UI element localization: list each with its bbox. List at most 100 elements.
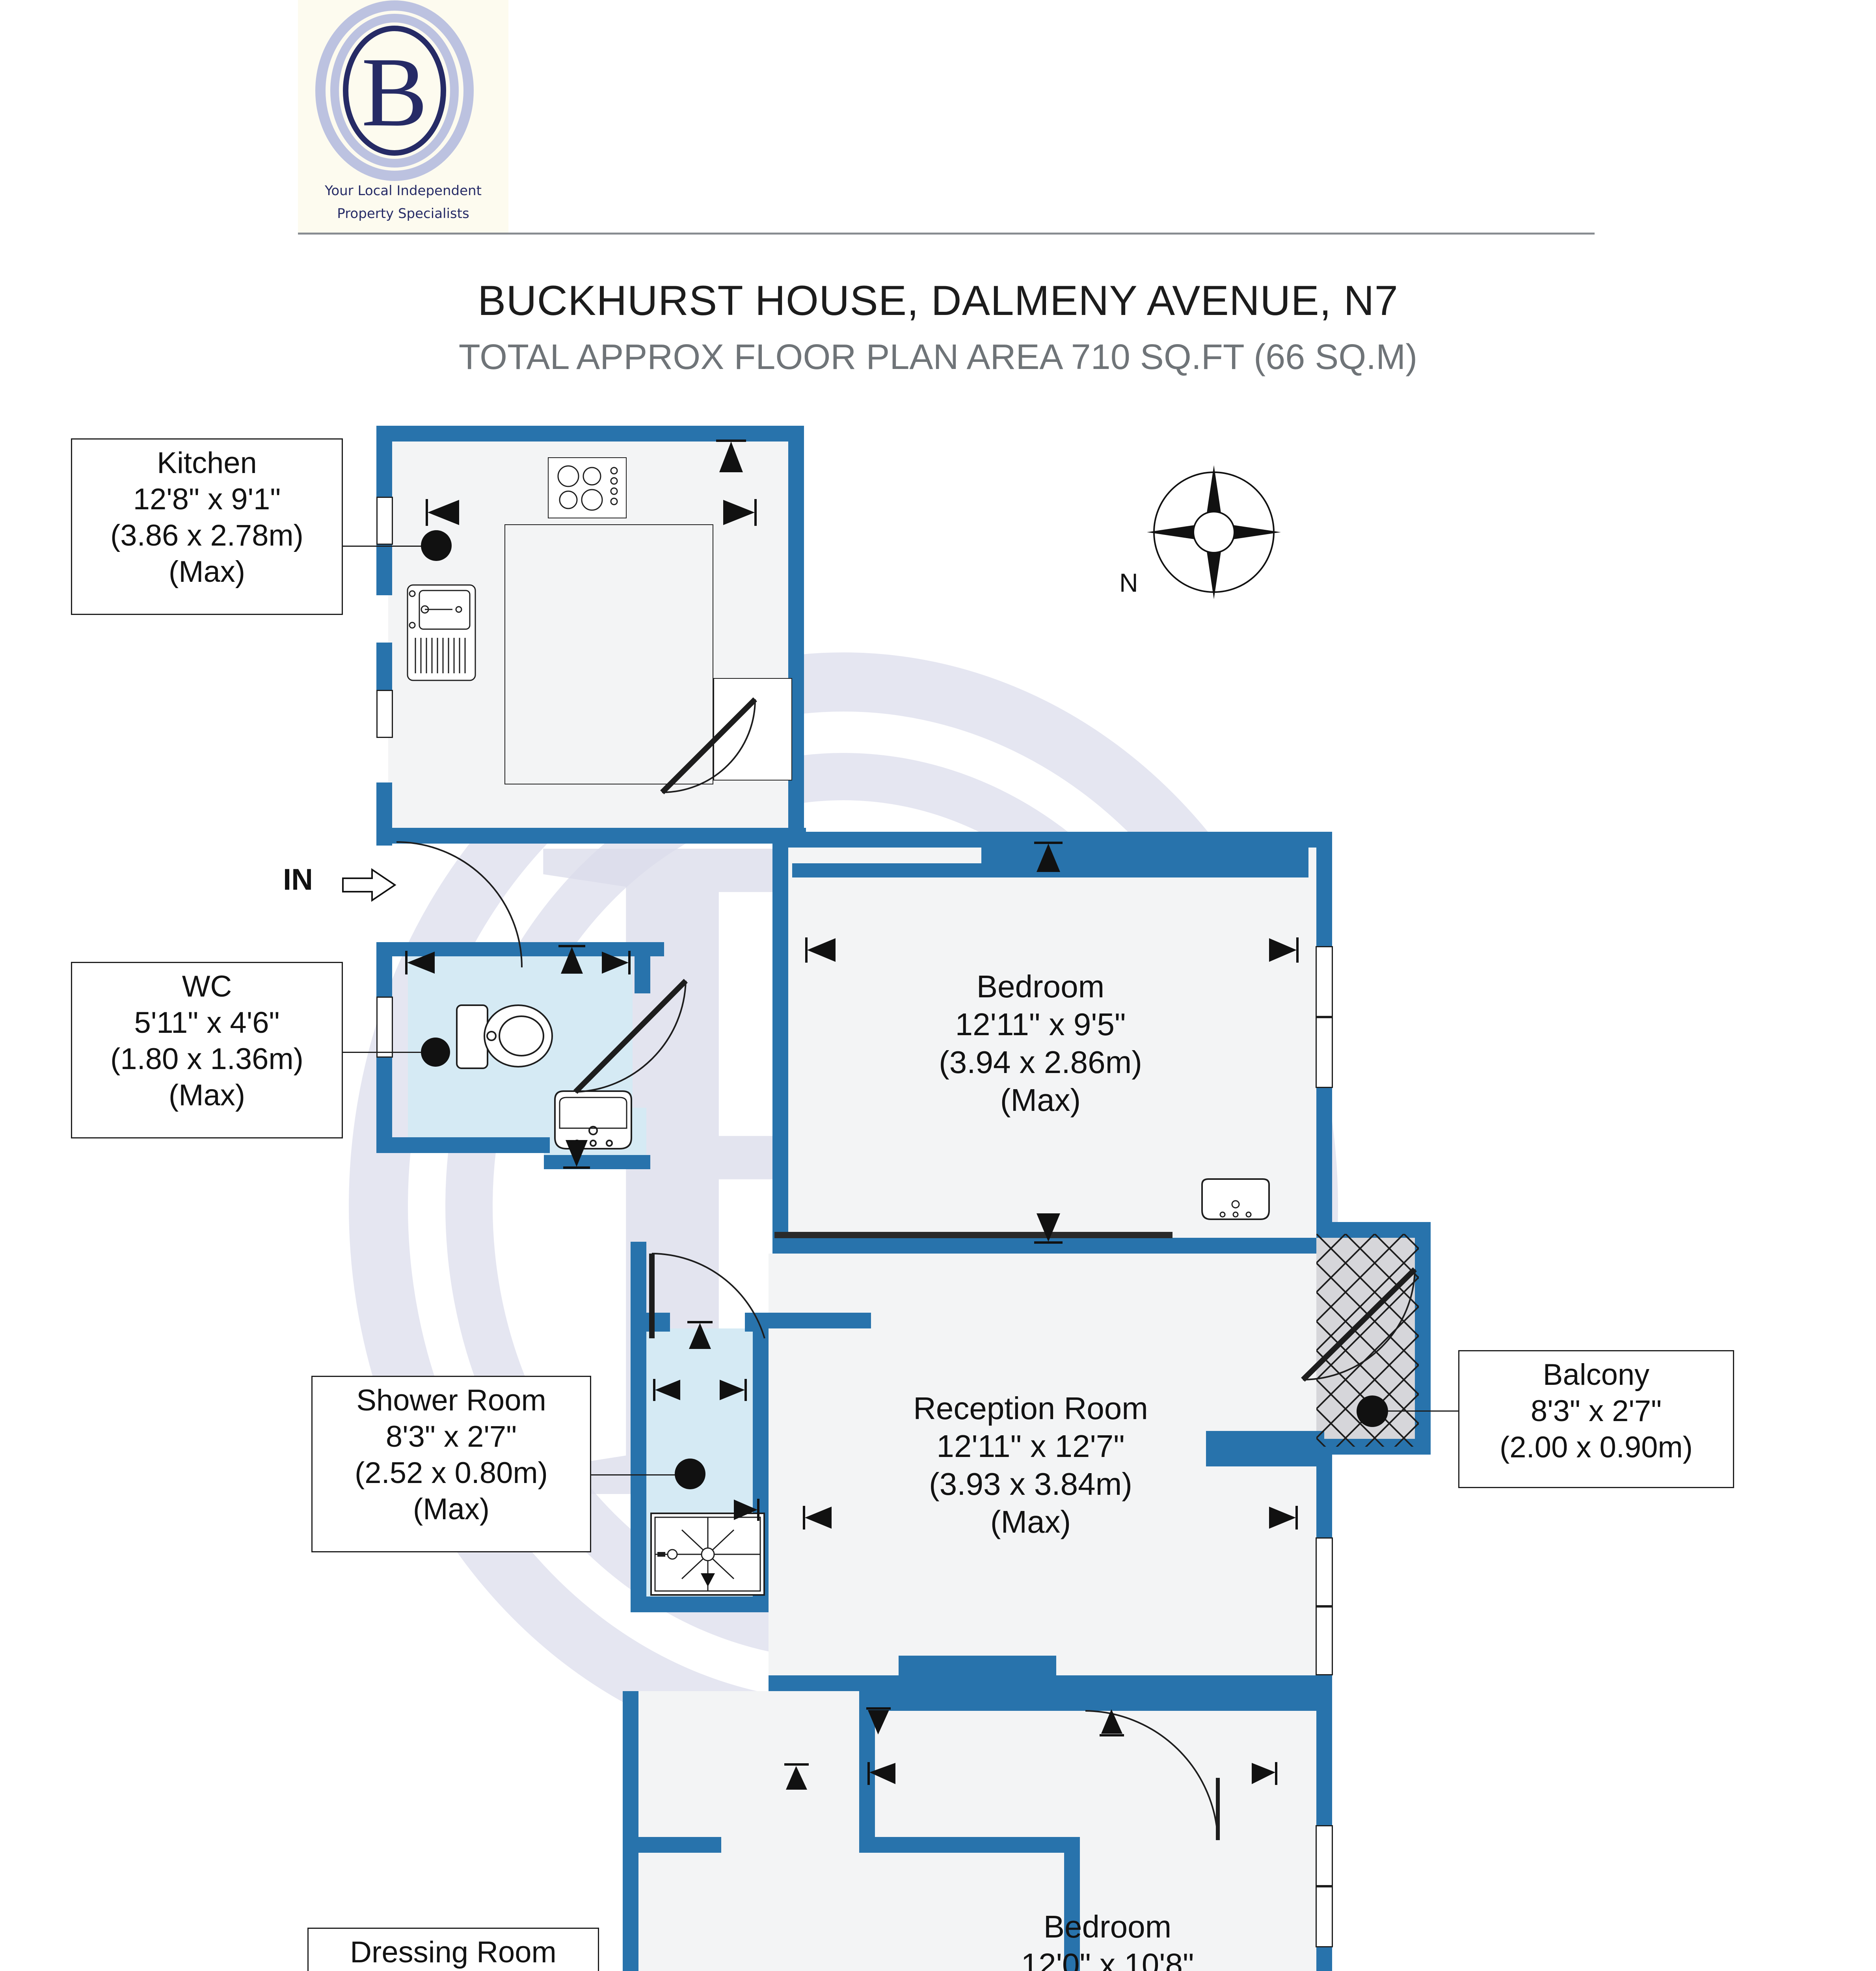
room-imperial: 12'0" x 10'8" [1021, 1947, 1194, 1971]
washing-machine-icon [407, 584, 476, 681]
entrance-door-icon [396, 841, 523, 968]
kitchen-wall-bottom [376, 828, 806, 844]
wc-dimension-arrows [405, 945, 631, 1169]
kitchen-dimension-arrows [426, 440, 757, 526]
room-qualifier: (Max) [990, 1504, 1071, 1539]
agency-tagline: Your Local Independent Property Speciali… [298, 179, 508, 225]
room-label-reception: Reception Room 12'11" x 12'7" (3.93 x 3.… [843, 1390, 1218, 1541]
callout-balcony-dot [1357, 1395, 1388, 1427]
right-arrow-icon [342, 868, 396, 902]
callout-shower-leader [590, 1474, 689, 1475]
hall-wall-bottom [859, 1837, 1080, 1853]
bedroom-upper-wall-left [772, 832, 788, 1254]
callout-metric: (3.86 x 2.78m) [110, 519, 303, 552]
kitchen-door-icon [660, 697, 757, 794]
bedroom-lower-window-1 [1316, 1825, 1333, 1886]
balcony-door-icon [1301, 1267, 1417, 1382]
callout-balcony: Balcony 8'3" x 2'7" (2.00 x 0.90m) [1458, 1350, 1734, 1488]
hall-stub-wall [753, 1313, 871, 1328]
bedroom-upper-window-2 [1316, 1017, 1333, 1088]
shower-tray-icon [650, 1513, 765, 1596]
hob-burners-icon [557, 465, 618, 511]
wc-wall-bottom [376, 1137, 550, 1153]
room-imperial: 12'11" x 9'5" [955, 1007, 1126, 1042]
bedroom-upper-recess-right [981, 848, 1308, 877]
lower-dimension-arrows [784, 1707, 1277, 1790]
room-label-bedroom-upper: Bedroom 12'11" x 9'5" (3.94 x 2.86m) (Ma… [863, 968, 1218, 1119]
lower-floor [638, 1691, 1320, 1971]
callout-wc-dot [421, 1038, 450, 1067]
kitchen-wall-left-mid [376, 544, 392, 595]
bedroom-upper-recess-left [792, 863, 981, 877]
shower-wall-left [631, 1242, 646, 1612]
reception-dimension-arrows [803, 1506, 1298, 1529]
bedroom-upper-partition-edge [774, 1232, 1172, 1238]
reception-alcove-wall [1206, 1431, 1324, 1466]
kitchen-wall-top [376, 426, 804, 442]
room-metric: (3.93 x 3.84m) [929, 1466, 1132, 1502]
reception-window-1 [1316, 1537, 1333, 1606]
kitchen-window-upper [376, 497, 393, 545]
callout-qualifier: (Max) [168, 1079, 246, 1112]
callout-shower-room: Shower Room 8'3" x 2'7" (2.52 x 0.80m) (… [311, 1376, 591, 1552]
kitchen-window-lower [376, 690, 393, 738]
hall-wall-right [1064, 1837, 1080, 1971]
bedroom-lower-window-2 [1316, 1886, 1333, 1947]
tagline-line-1: Your Local Independent [325, 183, 482, 199]
callout-name: WC [182, 970, 232, 1003]
kitchen-wall-left-lower [376, 643, 392, 690]
tagline-line-2: Property Specialists [337, 206, 469, 222]
room-imperial: 12'11" x 12'7" [936, 1429, 1125, 1464]
room-name: Bedroom [1043, 1909, 1172, 1944]
wc-wall-bottom-ext [544, 1155, 650, 1169]
callout-kitchen-leader [342, 546, 437, 547]
wc-door-icon [573, 979, 688, 1094]
bedroom-basin-icon [1201, 1178, 1270, 1220]
dressing-wall-top [623, 1837, 721, 1853]
page-title: BUCKHURST HOUSE, DALMENY AVENUE, N7 [477, 277, 1399, 324]
bedroom-lower-door-icon [1085, 1710, 1220, 1841]
shower-wall-bottom [631, 1597, 769, 1612]
room-label-bedroom-lower: Bedroom 12'0" x 10'8" (3.67 x 3.25m) (Ma… [930, 1908, 1285, 1971]
callout-wc-leader [342, 1052, 437, 1053]
callout-dressing-room: Dressing Room 8'11" x 6'6" (2.73 x 1.98m… [307, 1928, 599, 1971]
callout-kitchen-dot [421, 530, 452, 561]
compass-rose-icon [1147, 465, 1281, 599]
header-divider [298, 233, 1595, 235]
callout-imperial: 8'3" x 2'7" [385, 1420, 517, 1453]
callout-name: Balcony [1543, 1358, 1650, 1392]
agency-logo: B Your Local Independent Property Specia… [298, 0, 508, 233]
bedroom-upper-wall-right-upper [1316, 832, 1332, 946]
callout-metric: (2.00 x 0.90m) [1500, 1431, 1693, 1464]
shower-dimension-arrows [653, 1321, 759, 1521]
room-name: Reception Room [913, 1391, 1148, 1426]
svg-text:B: B [361, 37, 428, 147]
lower-wall-top [859, 1691, 1320, 1711]
compass-north-label: N [1119, 568, 1138, 597]
monogram-b-icon: B [315, 0, 474, 181]
bedroom-upper-wall-top [772, 832, 1332, 848]
reception-chimney-breast [899, 1656, 1056, 1691]
callout-kitchen: Kitchen 12'8" x 9'1" (3.86 x 2.78m) (Max… [71, 438, 343, 615]
entrance-label: IN [283, 863, 313, 896]
callout-imperial: 8'3" x 2'7" [1530, 1394, 1662, 1428]
callout-metric: (1.80 x 1.36m) [110, 1042, 303, 1076]
bedroom-upper-window-1 [1316, 946, 1333, 1017]
wc-wall-right [635, 942, 650, 993]
callout-shower-dot [675, 1459, 705, 1489]
wc-window [376, 997, 393, 1058]
callout-qualifier: (Max) [413, 1492, 490, 1526]
reception-window-2 [1316, 1606, 1333, 1675]
callout-name: Shower Room [356, 1384, 546, 1417]
page-subtitle: TOTAL APPROX FLOOR PLAN AREA 710 SQ.FT (… [458, 337, 1418, 377]
toilet-icon [456, 1004, 553, 1069]
kitchen-counter [504, 524, 713, 784]
room-metric: (3.94 x 2.86m) [939, 1045, 1142, 1080]
callout-wc: WC 5'11" x 4'6" (1.80 x 1.36m) (Max) [71, 962, 343, 1138]
callout-name: Kitchen [157, 446, 257, 480]
room-qualifier: (Max) [1000, 1082, 1081, 1118]
callout-metric: (2.52 x 0.80m) [355, 1456, 548, 1490]
lower-wall-left [623, 1691, 638, 1971]
